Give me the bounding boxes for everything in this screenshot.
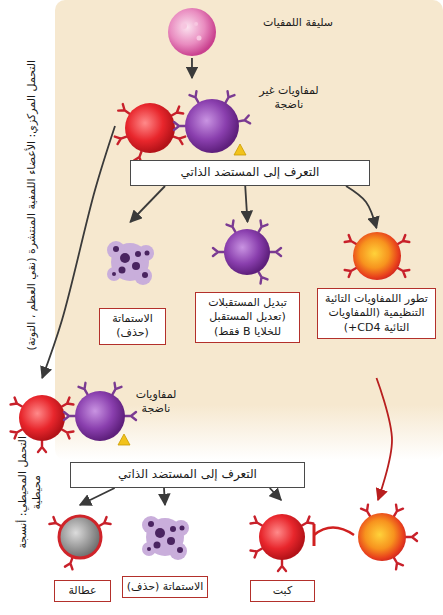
connector-arrow [130, 186, 165, 222]
receptor [238, 115, 250, 125]
receptor [406, 533, 417, 541]
connector-arrow [346, 186, 377, 228]
cell-body [125, 103, 175, 153]
process-box: التعرف إلى المستضد الذاتي [70, 462, 305, 488]
antigen [234, 144, 246, 155]
cell-spot [194, 22, 198, 26]
outcome-label: الاستماتة (حذف) [99, 308, 166, 345]
region-label: التحمل المركزي: الأعضاء اللمفية المنتشرة… [25, 55, 39, 355]
outcome-label: عطالة [54, 580, 111, 602]
inhibition-bar [313, 524, 316, 546]
receptor [278, 560, 286, 571]
apoptotic-cell [142, 516, 189, 560]
outcome-box: الاستماتة (حذف) [120, 505, 210, 612]
cell-group: لمفاويات ناضجة [15, 378, 185, 458]
region-label: التحمل المحيطي: أنسجة محيطية [16, 427, 45, 557]
cell-body [168, 8, 216, 56]
cell-body [224, 229, 270, 275]
outcome-box: كبت [245, 500, 435, 608]
outcome-label: كبت [250, 580, 315, 602]
cell-label-group: سليفة اللمفيات [165, 6, 340, 58]
immature-b-cell [174, 91, 250, 155]
anergic-cell [49, 516, 110, 569]
cell-body [185, 99, 239, 153]
receptor [174, 122, 185, 130]
receptor [270, 248, 281, 256]
receptor [213, 248, 224, 256]
suppressed-t-cell [251, 514, 314, 571]
receptor [64, 412, 75, 420]
cell-spot [181, 23, 187, 29]
connector-arrow [191, 58, 193, 78]
regulatory-t-cell [358, 505, 417, 570]
outcome-box: تطور اللمفاويات التائية التنظيمية (اللمف… [315, 228, 438, 378]
box-label: التعرف إلى المستضد الذاتي [71, 463, 304, 487]
connector-arrow [377, 378, 393, 500]
connector-arrow [164, 488, 165, 505]
outcome-box: الاستماتة (حذف) [95, 222, 170, 348]
central-region [55, 0, 443, 460]
outcome-label: تبديل المستقبلات (تعديل المستقبل للخلايا… [195, 292, 300, 343]
receptor [38, 441, 46, 452]
box-label: التعرف إلى المستضد الذاتي [131, 161, 369, 185]
mature-b-cell [64, 383, 136, 445]
antigen [118, 434, 130, 445]
receptor [125, 412, 136, 420]
outcome-box: عطالة [50, 505, 115, 608]
cell-body [75, 391, 125, 441]
cell-body [353, 232, 401, 280]
connector-arrow [270, 488, 281, 500]
outcome-box: تبديل المستقبلات (تعديل المستقبل للخلايا… [195, 222, 300, 362]
cell-body [19, 395, 65, 441]
inhibition-line [314, 528, 354, 536]
precursor-cell [168, 8, 216, 56]
cell-label: لمفاويات غير ناضجة [257, 84, 321, 113]
cell-body [59, 516, 101, 558]
regulatory-t-cell [345, 232, 410, 280]
apoptotic-cell [107, 241, 154, 285]
connector-arrow [80, 488, 115, 505]
outcome-label: الاستماتة (حذف) [122, 576, 208, 598]
cell-spot [197, 36, 202, 41]
cell-group: لمفاويات غير ناضجة [115, 78, 335, 158]
cell-body [259, 514, 305, 560]
immature-t-cell [115, 103, 185, 163]
outcome-label: تطور اللمفاويات التائية التنظيمية (اللمف… [317, 288, 436, 339]
cell-label: لمفاويات ناضجة [127, 388, 185, 417]
process-box: التعرف إلى المستضد الذاتي [130, 160, 370, 186]
cell-body [358, 513, 406, 561]
connector-arrow [245, 186, 247, 222]
edited-b-cell [213, 221, 281, 284]
cell-label: سليفة اللمفيات [253, 16, 343, 30]
